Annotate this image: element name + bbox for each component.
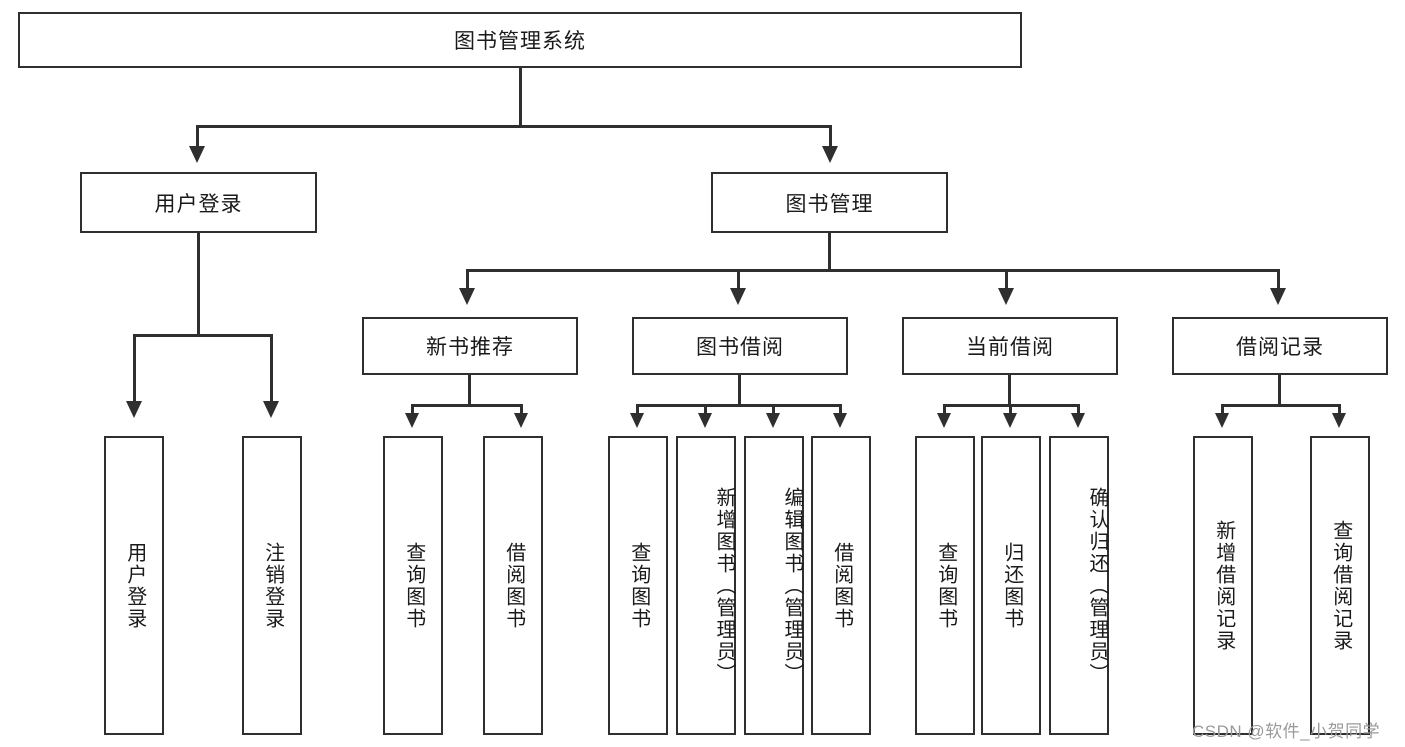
watermark: CSDN @软件_小贺同学 xyxy=(1192,722,1381,741)
connector-bm-to-current-borrow xyxy=(1005,269,1008,292)
connector-user-login-leaf-2 xyxy=(270,334,273,406)
node-label: 图书管理 xyxy=(785,192,874,216)
connector-book-borrow-bar xyxy=(636,404,842,407)
connector-book-management-stem xyxy=(828,233,831,271)
node-root-book-management-system[interactable]: 图书管理系统 xyxy=(18,12,1022,68)
arrow-to-current-borrow xyxy=(998,288,1014,305)
arrow-to-user-login xyxy=(189,146,205,163)
arrow-to-book-borrow xyxy=(730,288,746,305)
connector-root-to-user-login xyxy=(196,125,199,151)
connector-borrow-record-bar xyxy=(1221,404,1341,407)
connector-root-bar xyxy=(196,125,832,128)
connector-current-borrow-leaf-3 xyxy=(1077,404,1080,418)
arrow-to-borrow-record xyxy=(1270,288,1286,305)
node-label: 用户登录 xyxy=(123,541,146,630)
arrow-to-book-management xyxy=(822,146,838,163)
leaf-borrow-book-2[interactable]: 借阅图书 xyxy=(811,436,871,735)
connector-bm-to-new-book xyxy=(466,269,469,292)
node-book-management[interactable]: 图书管理 xyxy=(711,172,948,233)
node-label: 借阅图书 xyxy=(502,541,525,630)
node-book-borrow[interactable]: 图书借阅 xyxy=(632,317,848,375)
arrow-to-leaf-query-book-2 xyxy=(630,413,644,428)
connector-root-to-book-management xyxy=(829,125,832,151)
node-label: 新书推荐 xyxy=(426,336,514,359)
node-label: 注销登录 xyxy=(261,541,284,630)
arrow-to-leaf-add-book xyxy=(698,413,712,428)
connector-current-borrow-leaf-2 xyxy=(1009,404,1012,418)
node-label: 编辑图书（管理员） xyxy=(781,486,803,685)
leaf-edit-book[interactable]: 编辑图书（管理员） xyxy=(744,436,804,735)
connector-new-book-leaf-1 xyxy=(411,404,414,418)
arrow-to-leaf-query-book-3 xyxy=(937,413,951,428)
node-current-borrow[interactable]: 当前借阅 xyxy=(902,317,1118,375)
leaf-borrow-book-1[interactable]: 借阅图书 xyxy=(483,436,543,735)
node-label: 确认归还（管理员） xyxy=(1086,486,1108,685)
connector-new-book-stem xyxy=(468,375,471,407)
node-label: 查询图书 xyxy=(934,541,957,630)
connector-user-login-bar xyxy=(133,334,273,337)
arrow-to-new-book-recommendation xyxy=(459,288,475,305)
leaf-add-book[interactable]: 新增图书（管理员） xyxy=(676,436,736,735)
leaf-query-book-3[interactable]: 查询图书 xyxy=(915,436,975,735)
arrow-to-leaf-edit-book xyxy=(766,413,780,428)
connector-book-borrow-leaf-1 xyxy=(636,404,639,418)
node-label: 用户登录 xyxy=(154,192,243,216)
node-label: 借阅图书 xyxy=(830,541,853,630)
connector-current-borrow-stem xyxy=(1008,375,1011,407)
arrow-to-leaf-logout-login xyxy=(263,401,279,418)
arrow-to-leaf-borrow-book-1 xyxy=(514,413,528,428)
connector-new-book-leaf-2 xyxy=(520,404,523,418)
connector-book-management-bar xyxy=(466,269,1280,272)
leaf-confirm-return[interactable]: 确认归还（管理员） xyxy=(1049,436,1109,735)
arrow-to-leaf-borrow-book-2 xyxy=(833,413,847,428)
arrow-to-leaf-user-login xyxy=(126,401,142,418)
connector-book-borrow-leaf-2 xyxy=(704,404,707,418)
node-user-login[interactable]: 用户登录 xyxy=(80,172,317,233)
leaf-query-book-1[interactable]: 查询图书 xyxy=(383,436,443,735)
node-label: 查询借阅记录 xyxy=(1329,519,1352,652)
connector-borrow-record-stem xyxy=(1278,375,1281,407)
node-label: 图书借阅 xyxy=(696,336,784,359)
arrow-to-leaf-return-book xyxy=(1003,413,1017,428)
node-label: 归还图书 xyxy=(1000,541,1023,630)
connector-book-borrow-leaf-3 xyxy=(772,404,775,418)
node-label: 借阅记录 xyxy=(1236,336,1324,359)
leaf-logout-login[interactable]: 注销登录 xyxy=(242,436,302,735)
leaf-return-book[interactable]: 归还图书 xyxy=(981,436,1041,735)
connector-book-borrow-leaf-4 xyxy=(839,404,842,418)
node-label: 新增图书（管理员） xyxy=(713,486,735,685)
leaf-query-record[interactable]: 查询借阅记录 xyxy=(1310,436,1370,735)
node-new-book-recommendation[interactable]: 新书推荐 xyxy=(362,317,578,375)
leaf-user-login[interactable]: 用户登录 xyxy=(104,436,164,735)
connector-new-book-bar xyxy=(411,404,523,407)
connector-bm-to-book-borrow xyxy=(737,269,740,292)
arrow-to-leaf-query-record xyxy=(1332,413,1346,428)
leaf-query-book-2[interactable]: 查询图书 xyxy=(608,436,668,735)
connector-user-login-stem xyxy=(197,233,200,337)
connector-borrow-record-leaf-2 xyxy=(1338,404,1341,418)
connector-user-login-leaf-1 xyxy=(133,334,136,406)
node-label: 查询图书 xyxy=(402,541,425,630)
connector-borrow-record-leaf-1 xyxy=(1221,404,1224,418)
leaf-add-record[interactable]: 新增借阅记录 xyxy=(1193,436,1253,735)
connector-current-borrow-leaf-1 xyxy=(943,404,946,418)
connector-book-borrow-stem xyxy=(738,375,741,407)
node-label: 当前借阅 xyxy=(966,336,1054,359)
connector-root-stem xyxy=(519,68,522,127)
arrow-to-leaf-add-record xyxy=(1215,413,1229,428)
node-label: 查询图书 xyxy=(627,541,650,630)
arrow-to-leaf-confirm-return xyxy=(1071,413,1085,428)
arrow-to-leaf-query-book-1 xyxy=(405,413,419,428)
node-label: 图书管理系统 xyxy=(454,30,586,53)
connector-bm-to-borrow-record xyxy=(1277,269,1280,292)
node-label: 新增借阅记录 xyxy=(1212,519,1235,652)
node-borrow-record[interactable]: 借阅记录 xyxy=(1172,317,1388,375)
